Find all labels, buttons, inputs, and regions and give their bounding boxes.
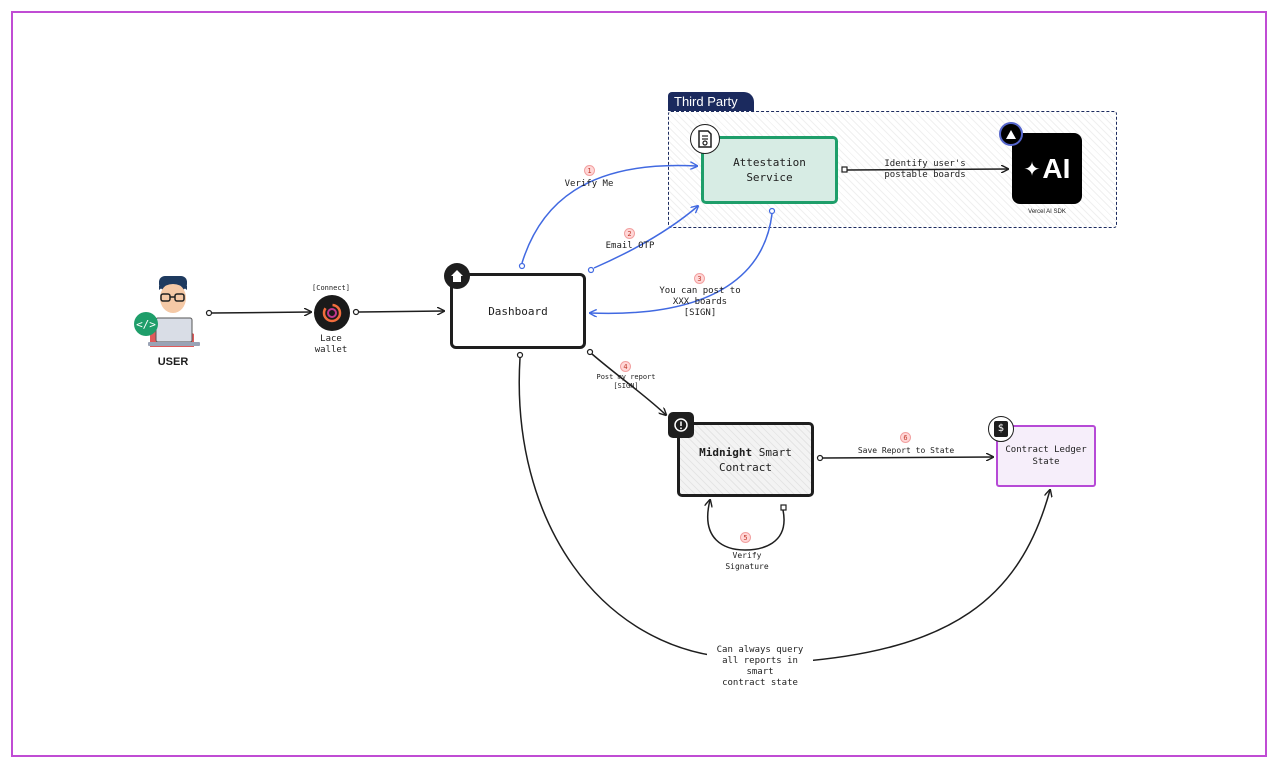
midnight-contract-label: Midnight Smart Contract [699, 445, 792, 475]
edge-identify-boards [841, 167, 1008, 172]
post-report-label: Post my report [SIGN] [596, 373, 656, 390]
vercel-caption: Vercel AI SDK [1028, 209, 1066, 215]
attestation-service-node[interactable]: Attestation Service [701, 136, 838, 204]
step-5-badge: 5 [740, 532, 751, 543]
ledger-dollar-icon: $ [988, 416, 1014, 442]
midnight-bold-label: Midnight [699, 445, 753, 459]
verify-me-label: Verify Me [564, 179, 614, 189]
lace-logo-icon [322, 303, 342, 323]
step-4-badge: 4 [620, 361, 631, 372]
edge-email-otp [587, 206, 699, 274]
dashboard-node[interactable]: Dashboard [450, 273, 586, 349]
vercel-triangle-icon [999, 122, 1023, 146]
edge-verify-me [518, 165, 698, 270]
edge-save-report [816, 456, 994, 462]
midnight-rest-label: Smart Contract [719, 445, 792, 474]
third-party-label: Third Party [674, 94, 738, 109]
edge-you-can-post [590, 207, 776, 314]
step-3-badge: 3 [694, 273, 705, 284]
vercel-ai-sdk-node[interactable]: ✦ AI [1012, 133, 1082, 204]
user-avatar-icon: </> [134, 276, 200, 347]
sparkle-icon: ✦ [1023, 156, 1041, 181]
contract-ledger-label: Contract Ledger State [1005, 445, 1087, 467]
dashboard-label: Dashboard [488, 304, 548, 318]
attestation-service-label: Attestation Service [733, 156, 806, 184]
contract-ledger-node[interactable]: Contract Ledger State [996, 425, 1096, 487]
step-2-badge: 2 [624, 228, 635, 239]
ai-logo-text: AI [1042, 152, 1071, 184]
edge-user-wallet [205, 311, 312, 317]
step-1-badge: 1 [584, 165, 595, 176]
edge-post-report [586, 348, 667, 416]
edge-verify-signature [708, 500, 787, 551]
midnight-contract-node[interactable]: Midnight Smart Contract [677, 422, 814, 497]
user-label: USER [157, 356, 189, 368]
svg-text:</>: </> [136, 318, 156, 331]
lace-wallet-icon[interactable] [314, 295, 350, 331]
certificate-icon [690, 124, 720, 154]
save-report-label: Save Report to State [857, 446, 955, 455]
wallet-connect-tag: [Connect] [312, 284, 350, 292]
wallet-label: Lace wallet [314, 334, 348, 355]
alert-icon [668, 412, 694, 438]
edge-query-state [516, 351, 1051, 663]
edge-wallet-dashboard [352, 310, 445, 316]
email-otp-label: Email OTP [605, 241, 655, 251]
home-icon [444, 263, 470, 289]
step-6-badge: 6 [900, 432, 911, 443]
verify-signature-label: Verify Signature [725, 551, 769, 571]
you-can-post-label: You can post to XXX boards [SIGN] [659, 286, 741, 318]
query-reports-label: Can always query all reports in smart co… [707, 645, 813, 689]
canvas-frame [11, 11, 1267, 757]
third-party-tab: Third Party [668, 92, 754, 111]
identify-boards-label: Identify user's postable boards [884, 159, 966, 180]
